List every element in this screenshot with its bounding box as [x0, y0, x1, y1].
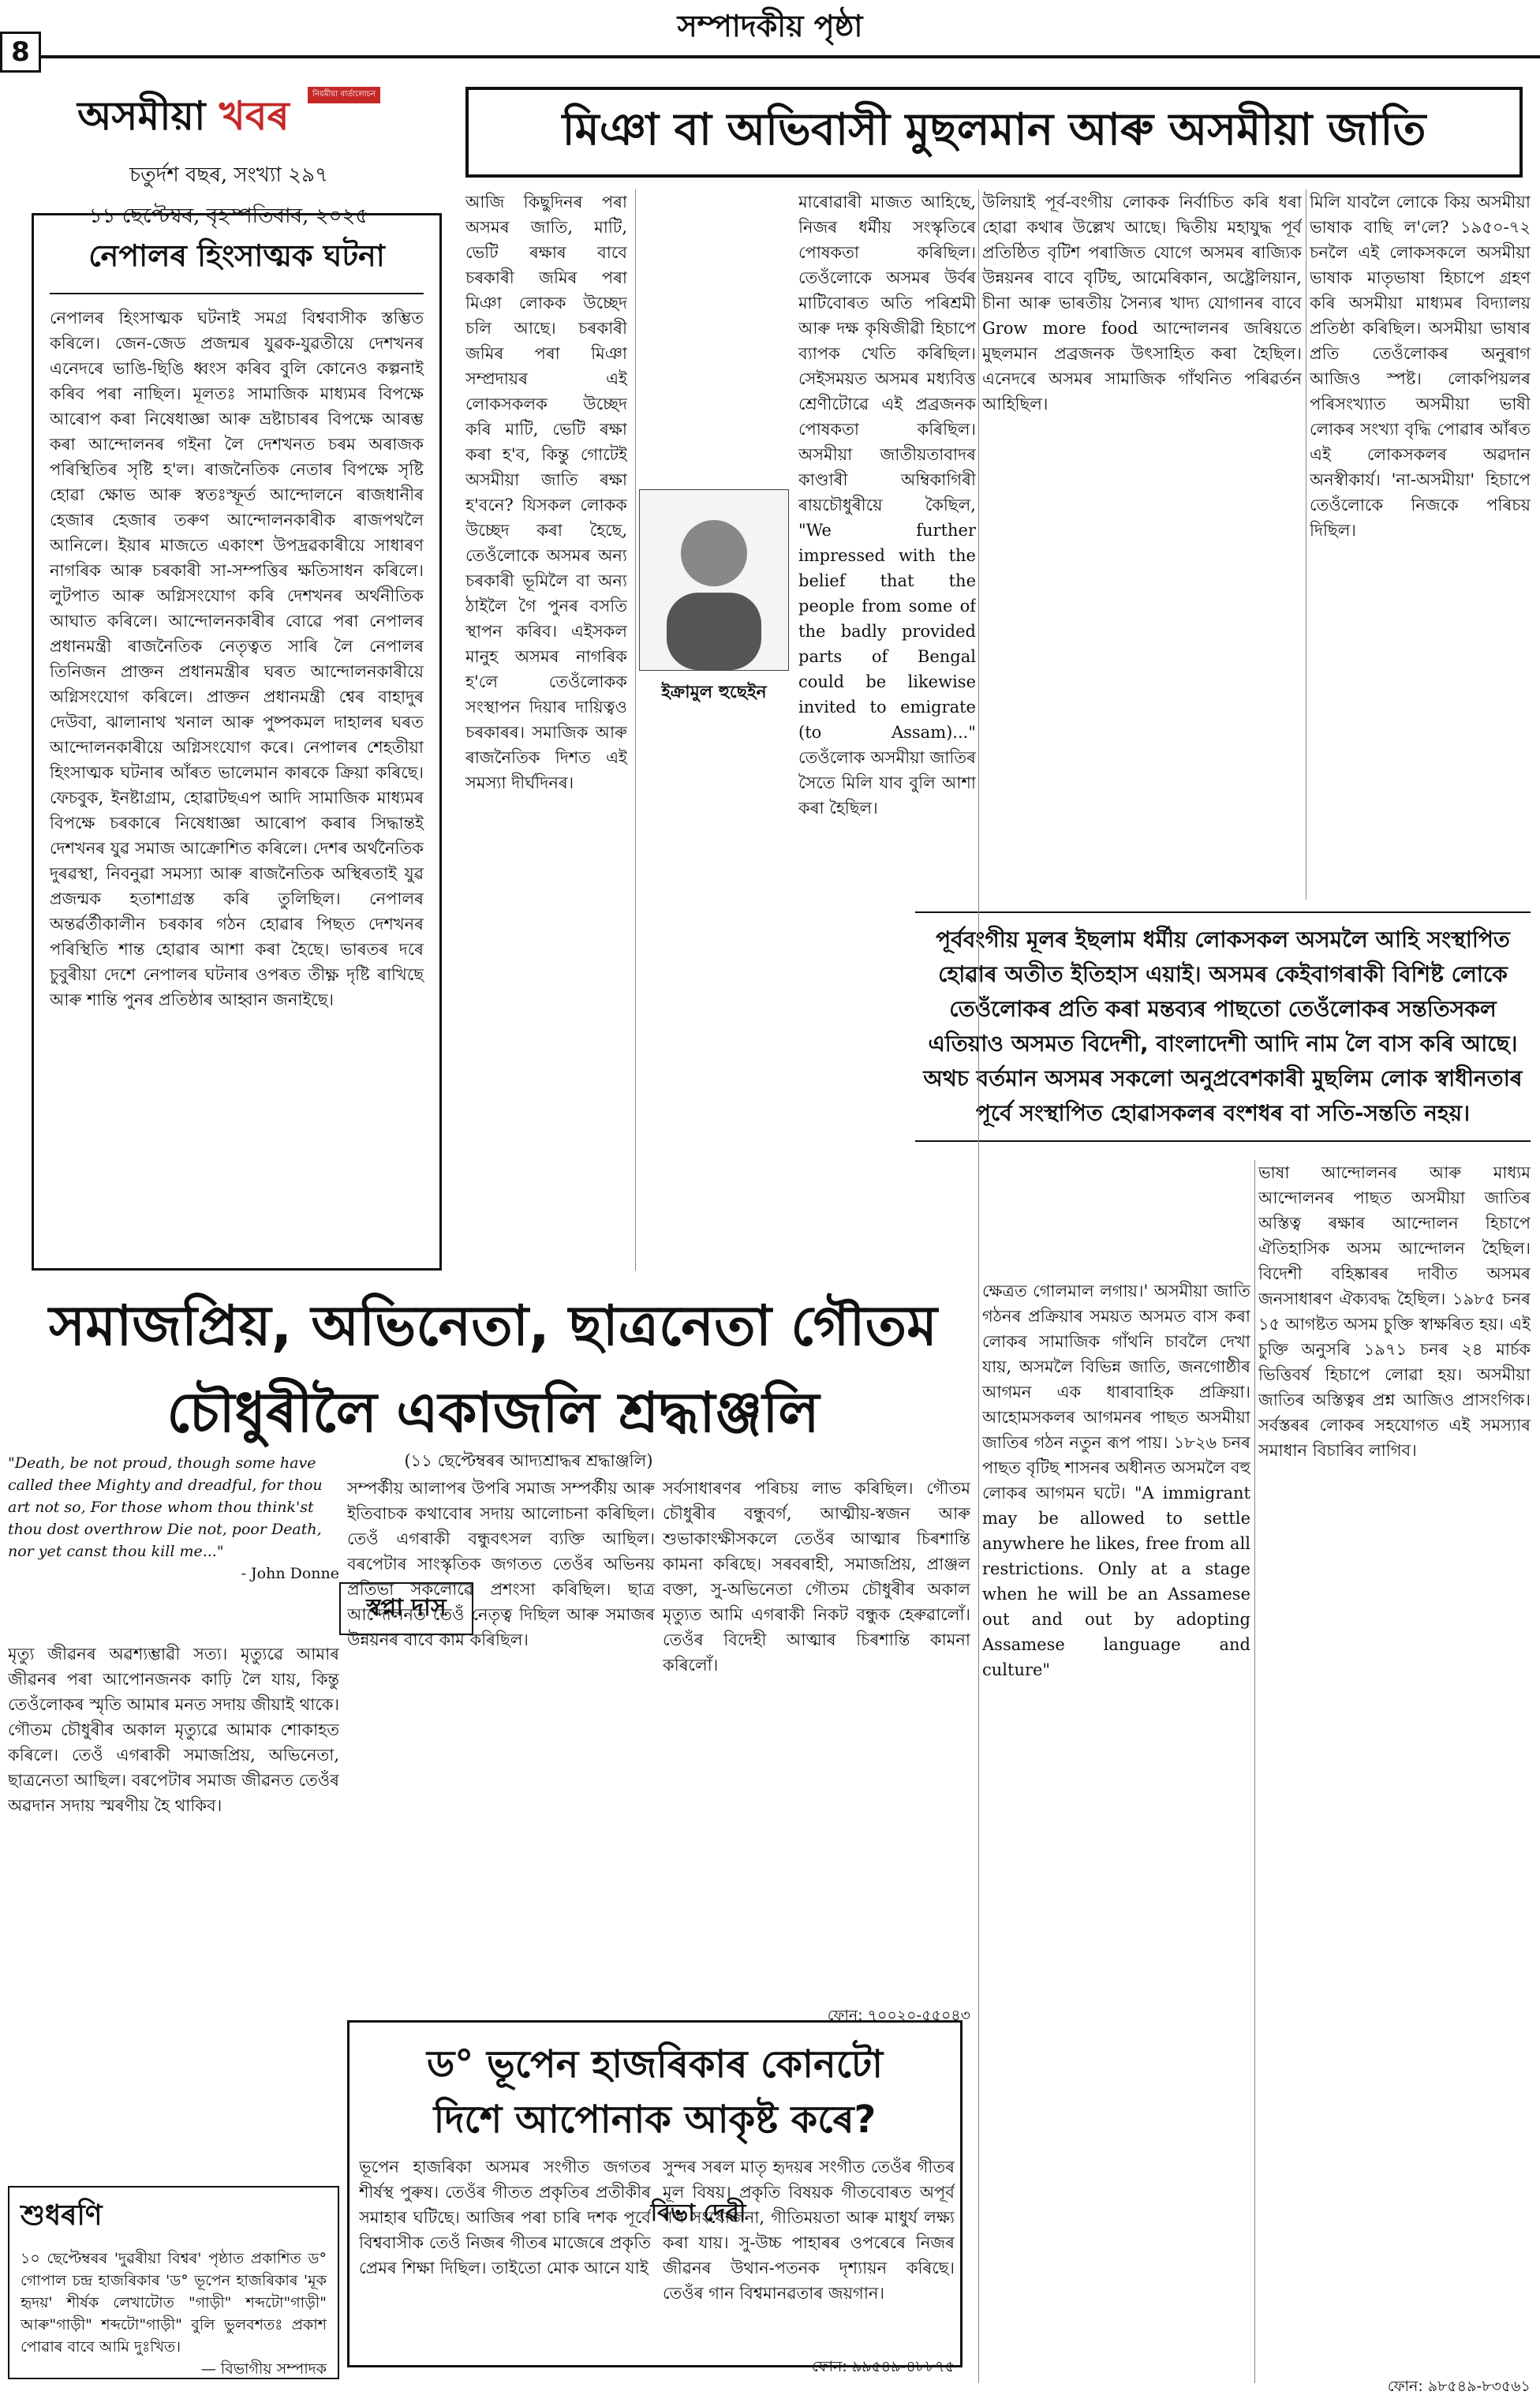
correction-signoff: — বিভাগীয় সম্পাদক: [200, 2360, 327, 2378]
author-name: ইক্ৰামুল হুছেইন: [661, 683, 767, 702]
masthead: অসমীয়া খবৰ নিয়মীয়া বার্তালোচন চতুৰ্দশ…: [24, 87, 434, 234]
top-rule: [0, 55, 1540, 58]
bhupen-col1: ভূপেন হাজৰিকা অসমৰ সংগীত জগতৰ শীৰ্ষস্থ প…: [359, 2158, 651, 2277]
tribute-epigraph-text: "Death, be not proud, though some have c…: [8, 1454, 323, 1560]
masthead-brand-red: খবৰ: [219, 93, 290, 139]
main-article-col6: ভাষা আন্দোলনৰ আৰু মাধ্যম আন্দোলনৰ পাছত অ…: [1258, 1163, 1531, 1460]
tribute-col3: সৰ্বসাধাৰণৰ পৰিচয় লাভ কৰিছিল। গৌতম চৌধু…: [663, 1479, 970, 1675]
correction-box: শুধৰণি ১০ ছেপ্টেম্বৰৰ 'দুৱৰীয়া বিশ্বৰ' …: [8, 2186, 339, 2379]
tribute-note: (১১ ছেপ্টেম্বৰৰ আদ্যশ্ৰাদ্ধৰ শ্ৰদ্ধাঞ্জল…: [404, 1451, 653, 1470]
masthead-sub: নিয়মীয়া বার্তালোচন: [308, 87, 380, 103]
main-article-col3: উলিয়াই পূৰ্ব-বংগীয় লোকক নিৰ্বাচিত কৰি …: [982, 193, 1302, 414]
author-photo: [639, 489, 789, 671]
masthead-brand: অসমীয়া খবৰ নিয়মীয়া বার্তালোচন: [24, 87, 434, 152]
column-rule: [1254, 1160, 1255, 2383]
bhupen-col2: সুন্দৰ সৰল মাতৃ হৃদয়ৰ সংগীত তেওঁৰ গীতৰ …: [663, 2158, 955, 2303]
editorial-title: নেপালৰ হিংসাত্মক ঘটনা: [50, 215, 424, 294]
pull-quote: পূৰ্ববংগীয় মূলৰ ইছলাম ধৰ্মীয় লোকসকল অস…: [915, 911, 1531, 1142]
masthead-brand-black: অসমীয়া: [77, 93, 219, 139]
main-article-col1: আজি কিছুদিনৰ পৰা অসমৰ জাতি, মাটি, ভেটি ৰ…: [465, 193, 627, 792]
tribute-title-line2: চৌধুৰীলৈ একাজলি শ্ৰদ্ধাঞ্জলি: [166, 1380, 820, 1445]
masthead-issue: চতুৰ্দশ বছৰ, সংখ্যা ২৯৭: [129, 163, 328, 187]
main-article-col1b: [641, 189, 794, 473]
column-rule: [635, 189, 636, 1271]
tribute-phone: ফোন: ৭০০২০-৫৫০৪৩: [827, 2007, 970, 2024]
tribute-title: সমাজপ্ৰিয়, অভিনেতা, ছাত্ৰনেতা গৌতম চৌধু…: [16, 1282, 970, 1456]
bhupen-phone: ফোন: ৯৯৫৪৯-৪৮৮৭৫: [811, 2358, 955, 2375]
tribute-col1: মৃত্যু জীৱনৰ অৱশ্যম্ভাৱী সত্য। মৃত্যুৱে …: [8, 1645, 339, 1815]
correction-body: ১০ ছেপ্টেম্বৰৰ 'দুৱৰীয়া বিশ্বৰ' পৃষ্ঠাত…: [21, 2250, 327, 2356]
main-article-col4: মিলি যাবলৈ লোকে কিয় অসমীয়া ভাষাক বাছি …: [1310, 193, 1531, 540]
bhupen-title-line1: ড° ভূপেন হাজৰিকাৰ কোনটো: [426, 2042, 884, 2086]
author-photo-icon: [667, 520, 761, 670]
tribute-epigraph: "Death, be not proud, though some have c…: [8, 1452, 339, 1585]
bhupen-box: ড° ভূপেন হাজৰিকাৰ কোনটো দিশে আপোনাক আকৃষ…: [347, 2020, 962, 2367]
main-article-phone: ফোন: ৯৮৫৪৯-৮৩৫৬১: [1387, 2378, 1531, 2395]
tribute-author: স্বপ্না দাস: [339, 1582, 473, 1635]
main-article-col5: ক্ষেত্ৰত গোলমাল লগায়।' অসমীয়া জাতি গঠন…: [982, 1282, 1250, 1679]
bhupen-title-line2: দিশে আপোনাক আকৃষ্ট কৰে?: [433, 2098, 877, 2142]
tribute-title-line1: সমাজপ্ৰিয়, অভিনেতা, ছাত্ৰনেতা গৌতম: [49, 1293, 937, 1358]
correction-title: শুধৰণি: [21, 2199, 103, 2232]
bhupen-title: ড° ভূপেন হাজৰিকাৰ কোনটো দিশে আপোনাক আকৃষ…: [349, 2023, 960, 2154]
bhupen-author: বিভা দেৱী: [650, 2199, 746, 2227]
editorial-box: নেপালৰ হিংসাত্মক ঘটনা নেপালৰ হিংসাত্মক ঘ…: [32, 213, 442, 1271]
page-number: 8: [0, 32, 41, 73]
column-rule: [978, 189, 979, 2383]
section-title: সম্পাদকীয় পৃষ্ঠা: [677, 9, 863, 43]
masthead-date: ১১ ছেপ্টেম্বৰ, বৃহস্পতিবাৰ, ২০২৫: [88, 204, 369, 228]
main-article-title: মিঞা বা অভিবাসী মুছলমান আৰু অসমীয়া জাতি: [465, 87, 1523, 178]
editorial-body: নেপালৰ হিংসাত্মক ঘটনাই সমগ্ৰ বিশ্ববাসীক …: [50, 309, 424, 1009]
main-article-col2: মাৰোৱাৰী মাজত আহিছে, নিজৰ ধৰ্মীয় সংস্কৃ…: [798, 193, 976, 818]
tribute-col2: সম্পৰ্কীয় আলাপৰ উপৰি সমাজ সম্পৰ্কীয় আৰ…: [347, 1479, 655, 1649]
tribute-epigraph-author: - John Donne: [241, 1565, 339, 1582]
